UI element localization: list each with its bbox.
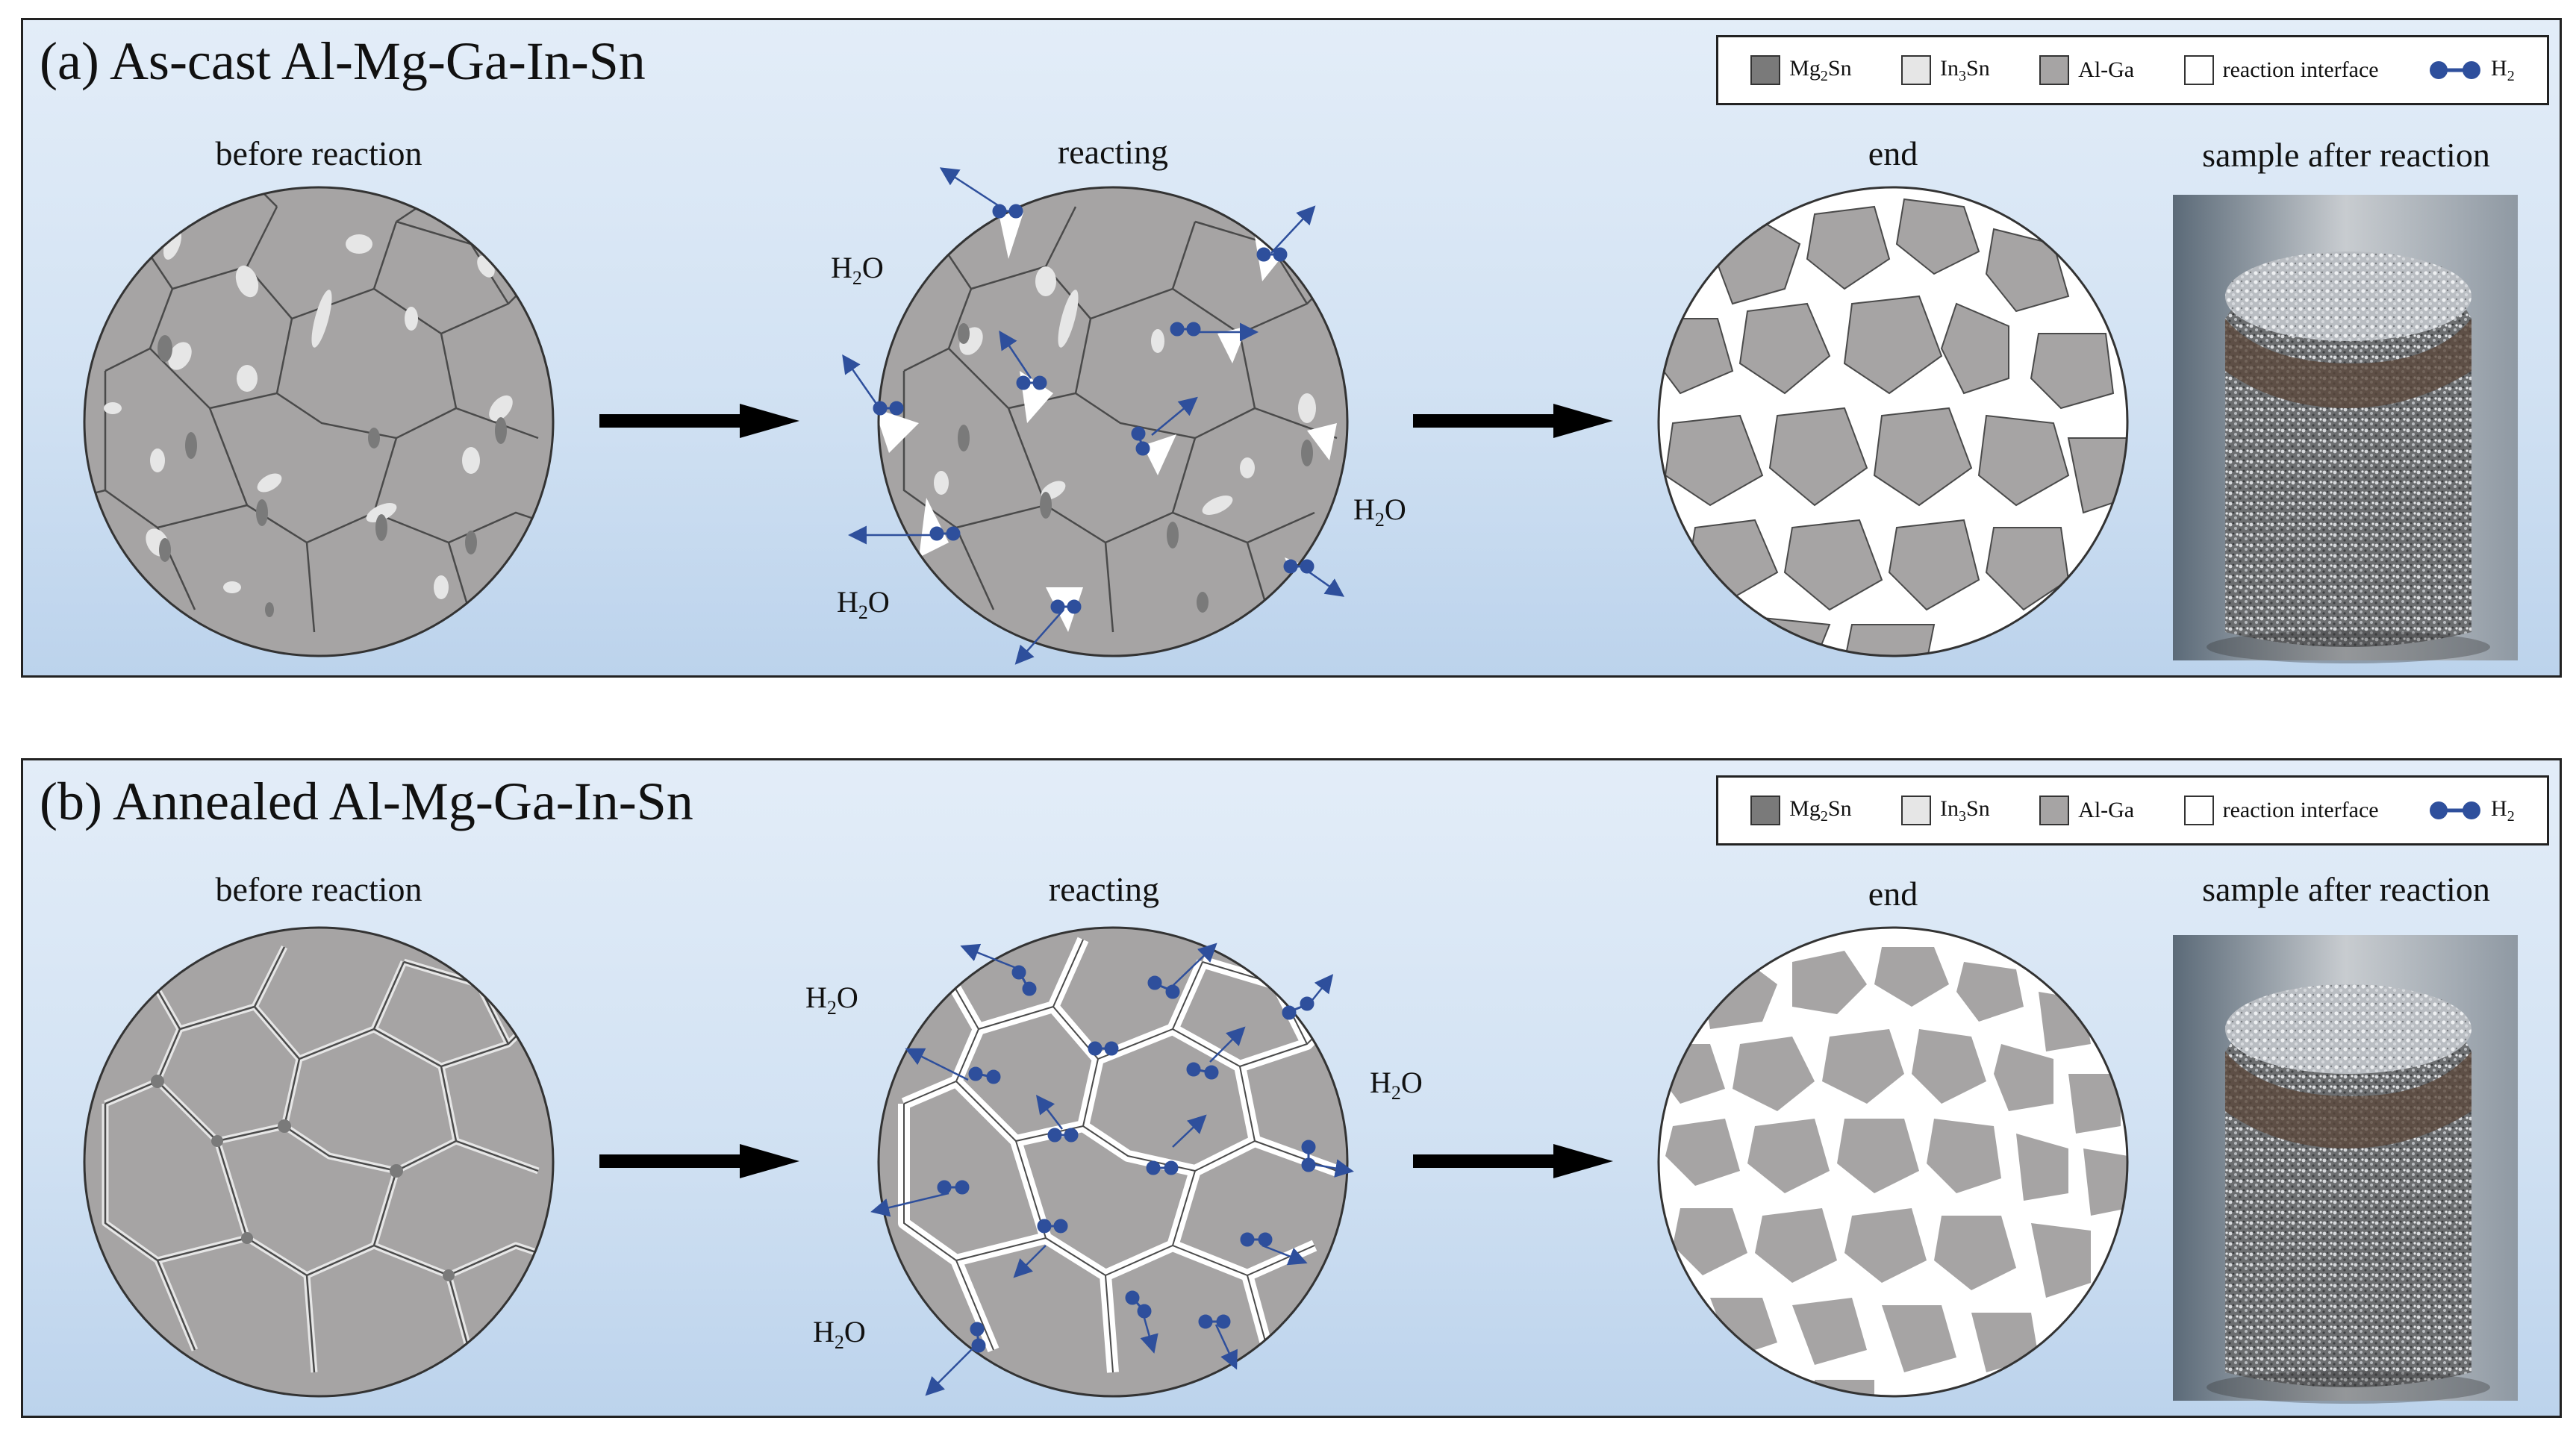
stage-label-end: end xyxy=(1868,134,1918,172)
panel-title: (b) Annealed Al-Mg-Ga-In-Sn xyxy=(40,772,693,831)
sample-photo xyxy=(2173,195,2518,663)
legend-label: Mg2Sn xyxy=(1789,55,1852,84)
legend-item-al-ga: Al-Ga xyxy=(2039,55,2134,85)
stage-label-sample: sample after reaction xyxy=(2202,136,2490,174)
microstructure-end xyxy=(1657,926,2129,1398)
microstructure-before xyxy=(83,186,555,657)
stage-label-before: before reaction xyxy=(215,870,422,908)
stage-label-sample: sample after reaction xyxy=(2202,870,2490,908)
hydrogen-molecule-icon xyxy=(873,204,1314,614)
water-label: H2O xyxy=(831,251,884,289)
stage-label-end: end xyxy=(1868,875,1918,913)
reaction-interface-swatch-icon xyxy=(2183,796,2214,825)
legend: Mg2Sn In3Sn Al-Ga reaction interface H2 xyxy=(1716,35,2549,105)
legend-item-reaction-interface: reaction interface xyxy=(2183,55,2379,85)
process-arrow xyxy=(1413,404,1613,438)
legend-label: reaction interface xyxy=(2222,57,2379,82)
microstructure-reacting xyxy=(842,167,1349,665)
legend-item-in3sn: In3Sn xyxy=(1901,55,1990,85)
in3sn-swatch-icon xyxy=(1901,55,1932,85)
legend-item-in3sn: In3Sn xyxy=(1901,796,1990,825)
sample-photo xyxy=(2173,935,2518,1404)
water-label: H2O xyxy=(805,981,858,1019)
reaction-interface-swatch-icon xyxy=(2183,55,2214,85)
microstructure-end xyxy=(1657,186,2129,657)
microstructure-reacting xyxy=(870,926,1354,1398)
in3sn-swatch-icon xyxy=(1901,796,1932,825)
legend-label: Mg2Sn xyxy=(1789,796,1852,825)
hydrogen-molecule-icon xyxy=(2430,801,2481,819)
water-label: H2O xyxy=(813,1315,866,1353)
legend-label: H2 xyxy=(2491,796,2515,825)
panel-as-cast: (a) As-cast Al-Mg-Ga-In-Sn Mg2Sn In3Sn A… xyxy=(21,18,2562,678)
stage-label-before: before reaction xyxy=(215,134,422,172)
process-diagram xyxy=(83,167,2518,665)
mg2sn-swatch-icon xyxy=(1750,55,1781,85)
microstructure-before xyxy=(83,926,555,1398)
legend-label: Al-Ga xyxy=(2078,57,2135,82)
legend-item-reaction-interface: reaction interface xyxy=(2183,796,2379,825)
water-label: H2O xyxy=(1370,1066,1423,1104)
water-label: H2O xyxy=(1353,493,1406,531)
process-arrow xyxy=(1413,1144,1613,1178)
hydrogen-molecule-icon xyxy=(2430,61,2481,79)
legend-label: reaction interface xyxy=(2222,798,2379,822)
process-arrow xyxy=(599,1144,799,1178)
process-diagram xyxy=(83,926,2518,1404)
al-ga-swatch-icon xyxy=(2039,55,2070,85)
mg2sn-swatch-icon xyxy=(1750,796,1781,825)
legend-item-mg2sn: Mg2Sn xyxy=(1750,55,1852,85)
legend-label: In3Sn xyxy=(1940,796,1990,825)
water-label: H2O xyxy=(837,585,890,623)
legend-label: Al-Ga xyxy=(2078,798,2135,822)
panel-annealed: (b) Annealed Al-Mg-Ga-In-Sn Mg2Sn In3Sn … xyxy=(21,758,2562,1418)
stage-label-reacting: reacting xyxy=(1048,870,1160,908)
legend-label: In3Sn xyxy=(1940,55,1990,84)
legend-item-mg2sn: Mg2Sn xyxy=(1750,796,1852,825)
stage-label-reacting: reacting xyxy=(1057,133,1169,171)
legend: Mg2Sn In3Sn Al-Ga reaction interface H2 xyxy=(1716,775,2549,846)
legend-label: H2 xyxy=(2491,55,2515,84)
hydrogen-molecule-icon xyxy=(937,965,1316,1353)
hydrogen-release-arrows xyxy=(842,167,1345,665)
panel-title: (a) As-cast Al-Mg-Ga-In-Sn xyxy=(40,31,646,91)
al-ga-swatch-icon xyxy=(2039,796,2070,825)
legend-item-h2: H2 xyxy=(2428,56,2515,85)
legend-item-h2: H2 xyxy=(2428,796,2515,825)
legend-item-al-ga: Al-Ga xyxy=(2039,796,2134,825)
process-arrow xyxy=(599,404,799,438)
